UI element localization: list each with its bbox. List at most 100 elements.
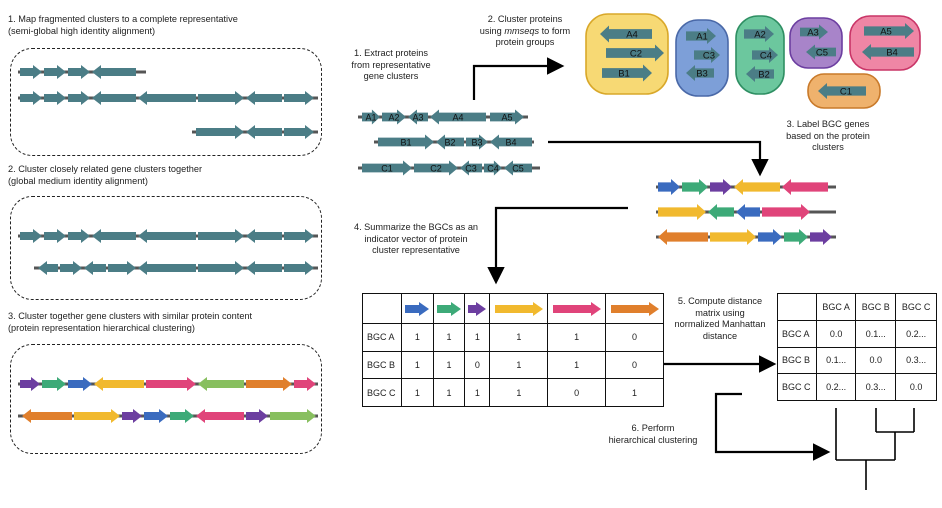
gene-arrow <box>92 229 136 243</box>
green-protein-icon <box>436 301 461 316</box>
gene-arrow <box>74 409 120 423</box>
gene-arrow <box>284 229 314 243</box>
col-blue-protein <box>401 293 434 324</box>
gene-label: C2 <box>630 49 642 60</box>
gene-arrow <box>758 229 782 245</box>
gene-label: B3 <box>696 69 708 80</box>
gene-arrow <box>198 261 244 275</box>
gene-label: A3 <box>807 28 819 39</box>
gene-arrow <box>686 65 714 81</box>
gene-arrow <box>744 26 774 42</box>
gene-label: B2 <box>758 70 770 81</box>
indicator-corner <box>362 293 402 324</box>
gene-arrow <box>734 179 780 195</box>
table-row: BGC B 0.1... 0.0 0.3... <box>777 346 937 375</box>
row-label: BGC C <box>777 373 817 401</box>
gene-label: C2 <box>430 164 442 174</box>
col-pink-protein <box>547 293 607 324</box>
gene-arrow <box>20 65 42 79</box>
step3-box <box>10 344 322 454</box>
gene-arrow <box>20 91 42 105</box>
gene-label: C4 <box>760 51 772 62</box>
gene-arrow <box>284 91 314 105</box>
col-green-protein <box>432 293 466 324</box>
gene-arrow <box>246 377 292 391</box>
blue-protein-icon <box>405 301 430 316</box>
gene-arrow <box>862 44 914 60</box>
gene-arrow <box>708 204 734 220</box>
labeled-bgcs <box>656 179 836 245</box>
gene-label: B3 <box>471 138 482 148</box>
gene-arrow <box>38 261 58 275</box>
protein-group-bubble <box>849 15 921 71</box>
gene-arrow <box>294 377 316 391</box>
gene-arrow <box>42 377 66 391</box>
arrow-groups-to-labels <box>548 140 769 177</box>
gene-arrow <box>60 261 82 275</box>
gene-arrow <box>138 261 196 275</box>
col-header: BGC B <box>855 293 897 321</box>
gene-arrow <box>378 134 434 150</box>
gene-label: B4 <box>505 138 516 148</box>
gene-arrow <box>246 261 282 275</box>
pink-protein-icon <box>552 301 601 316</box>
gene-arrow <box>436 134 464 150</box>
gene-arrow <box>44 91 66 105</box>
step2-tracks <box>18 229 318 275</box>
gene-arrow <box>84 261 106 275</box>
gene-arrow <box>864 23 914 39</box>
col-purple-protein <box>464 293 491 324</box>
row-label: BGC B <box>777 346 817 375</box>
gene-arrow <box>382 109 406 125</box>
gene-label: A4 <box>626 30 638 41</box>
gene-label: C5 <box>512 164 524 174</box>
gene-arrow <box>94 377 144 391</box>
gene-arrow <box>138 229 196 243</box>
gene-arrow <box>362 109 380 125</box>
gene-arrow <box>270 409 316 423</box>
col-header: BGC A <box>815 293 857 321</box>
gene-arrow <box>68 65 90 79</box>
gene-arrow <box>196 125 244 139</box>
gene-arrow <box>686 28 716 44</box>
distance-matrix-table: BGC A BGC B BGC C BGC A 0.0 0.1... 0.2..… <box>777 293 937 401</box>
gene-label: C3 <box>703 51 715 62</box>
gene-arrow <box>784 229 808 245</box>
purple-protein-icon <box>468 301 487 316</box>
gene-arrow <box>68 229 90 243</box>
gene-arrow <box>20 377 40 391</box>
gene-arrow <box>198 229 244 243</box>
gene-arrow <box>782 179 828 195</box>
gene-label: A4 <box>452 113 463 123</box>
gene-arrow <box>606 44 664 62</box>
gene-arrow <box>22 409 72 423</box>
gene-arrow <box>68 377 92 391</box>
flow-arrows <box>472 57 831 461</box>
gene-arrow <box>408 109 428 125</box>
step3-tracks <box>18 377 318 423</box>
gene-arrow <box>752 47 778 63</box>
table-row: BGC B 1 1 0 1 1 0 <box>362 350 664 380</box>
yellow-protein-icon <box>494 301 543 316</box>
step2-subtitle: (global medium identity alignment) <box>8 176 148 186</box>
gene-label: B1 <box>400 138 411 148</box>
gene-label: C5 <box>816 48 828 59</box>
gene-arrow <box>92 65 136 79</box>
gene-arrow <box>246 229 282 243</box>
gene-arrow <box>44 65 66 79</box>
gene-arrow <box>246 409 268 423</box>
gene-arrow <box>362 160 412 176</box>
row-label: BGC B <box>362 350 402 380</box>
table-row: BGC A 1 1 1 1 1 0 <box>362 323 664 352</box>
gene-arrow <box>198 377 244 391</box>
gene-arrow <box>20 229 42 243</box>
arrow-distance-to-tree <box>714 392 831 461</box>
gene-arrow <box>284 261 314 275</box>
gene-arrow <box>460 160 482 176</box>
gene-arrow <box>144 409 168 423</box>
gene-arrow <box>490 134 532 150</box>
row-label: BGC A <box>777 319 817 348</box>
